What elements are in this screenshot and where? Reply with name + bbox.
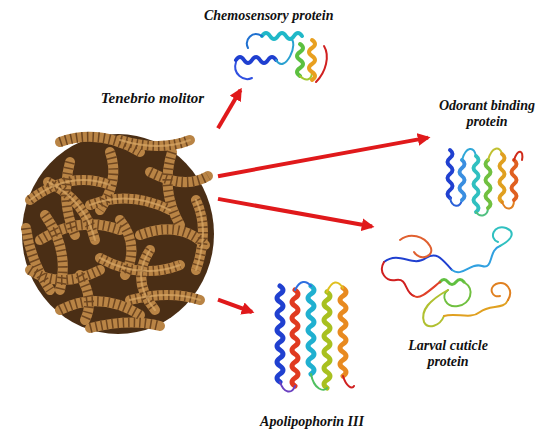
red-arrow <box>218 138 428 177</box>
protein-label: Apolipophorin III <box>260 414 364 430</box>
protein-label: Larval cuticle protein <box>394 338 502 370</box>
protein-node: Odorant binding protein <box>428 96 546 222</box>
odorant-binding-structure <box>448 149 523 216</box>
red-arrow <box>218 300 252 312</box>
protein-label: Odorant binding protein <box>431 98 543 130</box>
red-arrow <box>218 90 241 128</box>
apolipophorin-structure <box>277 282 354 392</box>
mealworm-pile <box>22 134 214 334</box>
protein-label: Tenebrio molitor <box>101 90 204 107</box>
protein-node: Tenebrio molitor <box>18 88 218 340</box>
red-arrow <box>218 199 372 227</box>
larval-cuticle-structure <box>382 227 512 326</box>
chemosensory-structure <box>235 33 327 82</box>
protein-node: Chemosensory protein <box>200 4 350 90</box>
protein-label: Chemosensory protein <box>204 8 334 24</box>
protein-node: Larval cuticle protein <box>372 222 524 372</box>
protein-node: Apolipophorin III <box>252 272 372 432</box>
